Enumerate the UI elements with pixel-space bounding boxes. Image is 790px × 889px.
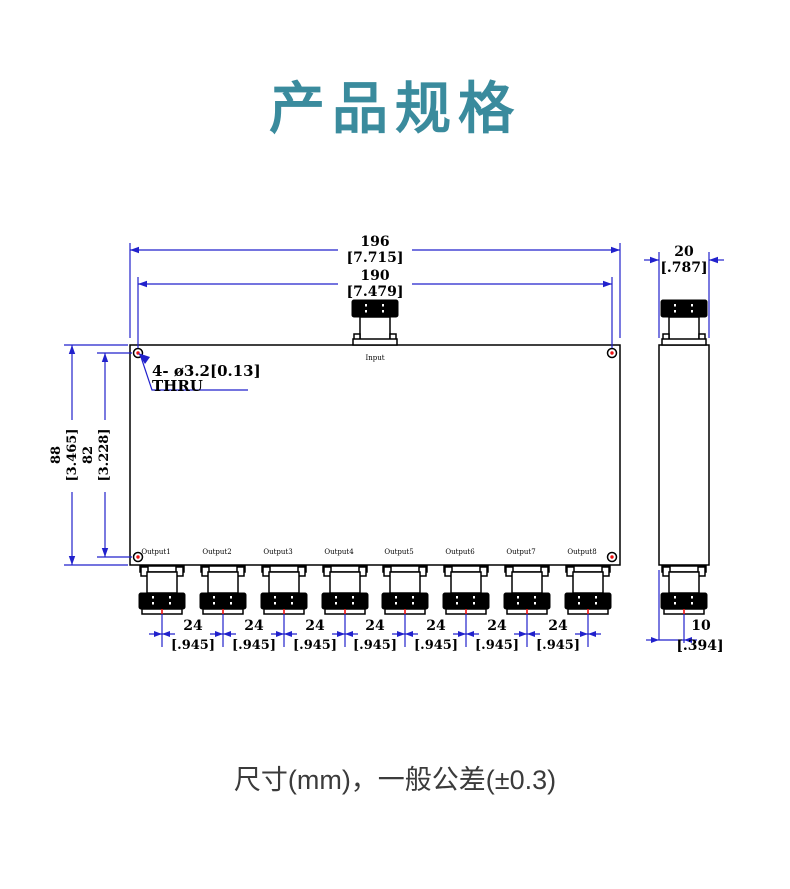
front-view: Input (129, 299, 621, 647)
side-view-body (658, 344, 710, 566)
input-connector (351, 299, 399, 346)
corner-hole-bottom-right (606, 551, 618, 563)
dim-spacing-mm: 24 (426, 618, 446, 634)
output-connector-7 (503, 565, 551, 647)
spacing-tick (575, 631, 601, 637)
dim-width-holes: 190 [7.479] (137, 268, 613, 348)
dim-spacing-in: [.945] (353, 638, 397, 653)
output-connectors (138, 565, 612, 647)
note-line2: THRU (152, 377, 203, 395)
output-connector-3 (260, 565, 308, 647)
output-label-2: Output2 (202, 548, 231, 556)
corner-hole-bottom-left (132, 551, 144, 563)
dim-height-holes: 82 [3.228] (81, 352, 132, 558)
output-label-3: Output3 (263, 548, 292, 556)
side-input-connector (660, 299, 708, 346)
spacing-tick (392, 631, 418, 637)
dim-width-total-in: [7.715] (346, 250, 403, 266)
dim-width-total: 196 [7.715] (129, 234, 621, 338)
output-connector-2 (199, 565, 247, 647)
dim-spacing-in: [.945] (232, 638, 276, 653)
dim-depth: 20 [.787] (644, 244, 724, 338)
dim-spacing-mm: 24 (487, 618, 507, 634)
output-label-7: Output7 (506, 548, 535, 556)
spacing-tick (149, 631, 175, 637)
output-connector-8 (564, 565, 612, 647)
dim-height-total: 88 [3.465] (49, 344, 128, 566)
dim-spacing-in: [.945] (536, 638, 580, 653)
dim-spacing-in: [.945] (293, 638, 337, 653)
dimension-note: 尺寸(mm)，一般公差(±0.3) (233, 765, 557, 795)
side-view (658, 299, 710, 643)
output-connector-4 (321, 565, 369, 647)
input-label: Input (365, 354, 384, 362)
dim-port-offset-mm: 10 (691, 618, 711, 634)
dim-spacing-in: [.945] (171, 638, 215, 653)
output-label-4: Output4 (324, 548, 354, 556)
output-label-6: Output6 (445, 548, 475, 556)
output-connector-5 (381, 565, 429, 647)
dim-spacing-in: [.945] (414, 638, 458, 653)
dim-port-offset: 10 [.394] (646, 570, 724, 654)
output-label-5: Output5 (384, 548, 413, 556)
page-title: 产品规格 (269, 77, 521, 140)
spacing-tick (332, 631, 358, 637)
front-view-body (129, 344, 621, 566)
note-thru-holes: 4- ø3.2[0.13] THRU (138, 353, 261, 395)
dim-depth-mm: 20 (674, 244, 694, 260)
output-connector-1 (138, 565, 186, 647)
spacing-tick (271, 631, 297, 637)
note-line1: 4- ø3.2[0.13] (152, 362, 261, 380)
dim-port-spacing: 24 [.945] 24 [.945] 24 [.945] 24 [.945] … (149, 618, 601, 653)
output-connector-6 (442, 565, 490, 647)
dim-height-holes-mm: 82 (81, 446, 96, 464)
corner-hole-top-right (606, 347, 618, 359)
dim-height-total-in: [3.465] (65, 428, 80, 481)
dim-spacing-mm: 24 (365, 618, 385, 634)
dim-spacing-in: [.945] (475, 638, 519, 653)
spacing-tick (514, 631, 540, 637)
dim-spacing-mm: 24 (548, 618, 568, 634)
dim-width-holes-mm: 190 (360, 268, 389, 284)
output-label-1: Output1 (141, 548, 170, 556)
dim-spacing-mm: 24 (244, 618, 264, 634)
dim-depth-in: [.787] (660, 260, 707, 276)
dim-width-holes-in: [7.479] (346, 284, 403, 300)
spacing-tick (210, 631, 236, 637)
dim-spacing-mm: 24 (305, 618, 325, 634)
dim-spacing-mm: 24 (183, 618, 203, 634)
dim-width-total-mm: 196 (360, 234, 389, 250)
output-label-8: Output8 (567, 548, 596, 556)
spacing-tick (453, 631, 479, 637)
dim-height-total-mm: 88 (49, 446, 64, 464)
side-output-connector (660, 565, 708, 643)
dim-height-holes-in: [3.228] (97, 428, 112, 481)
dim-port-offset-in: [.394] (676, 638, 723, 654)
